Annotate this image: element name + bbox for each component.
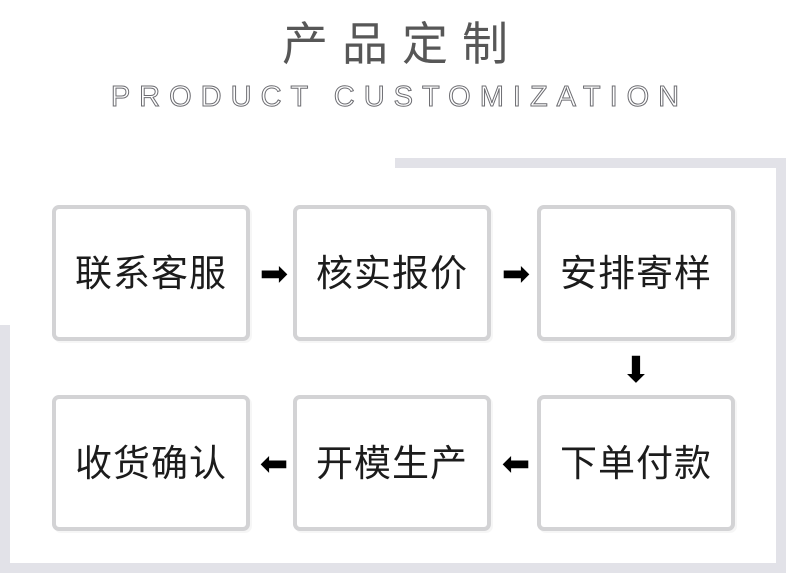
arrow-right-icon: ➡ xyxy=(501,254,531,294)
flow-node-verify-quote[interactable]: 核实报价 xyxy=(293,205,491,341)
frame-line-left xyxy=(0,325,10,573)
flow-node-label: 下单付款 xyxy=(560,441,712,485)
banner-header: 产品定制 PRODUCT CUSTOMIZATION xyxy=(0,18,790,114)
arrow-right-icon: ➡ xyxy=(259,254,289,294)
frame-line-right xyxy=(776,158,786,573)
arrow-down-icon: ⬇ xyxy=(620,350,652,391)
flow-node-label: 开模生产 xyxy=(316,441,468,485)
flowchart-row-top: 联系客服 ➡ 核实报价 ➡ 安排寄样 xyxy=(0,205,790,345)
flow-node-confirm-receipt[interactable]: 收货确认 xyxy=(52,395,250,531)
flow-node-arrange-sample[interactable]: 安排寄样 xyxy=(537,205,735,341)
frame-line-bottom xyxy=(0,563,786,573)
flow-node-mold-production[interactable]: 开模生产 xyxy=(293,395,491,531)
flowchart-row-bottom: 收货确认 ⬅ 开模生产 ⬅ 下单付款 xyxy=(0,395,790,535)
flow-node-contact-support[interactable]: 联系客服 xyxy=(52,205,250,341)
arrow-left-icon: ⬅ xyxy=(259,444,289,484)
flow-node-label: 安排寄样 xyxy=(560,251,712,295)
flow-node-label: 核实报价 xyxy=(316,251,468,295)
flow-node-label: 收货确认 xyxy=(75,441,227,485)
flow-node-place-order-payment[interactable]: 下单付款 xyxy=(537,395,735,531)
process-flowchart: 联系客服 ➡ 核实报价 ➡ 安排寄样 收货确认 ⬅ 开模生产 ⬅ 下单付款 xyxy=(0,205,790,535)
arrow-left-icon: ⬅ xyxy=(501,444,531,484)
page-title: 产品定制 xyxy=(282,17,522,71)
frame-line-top xyxy=(395,158,786,168)
flow-node-label: 联系客服 xyxy=(75,251,227,295)
page-subtitle: PRODUCT CUSTOMIZATION xyxy=(110,80,689,113)
